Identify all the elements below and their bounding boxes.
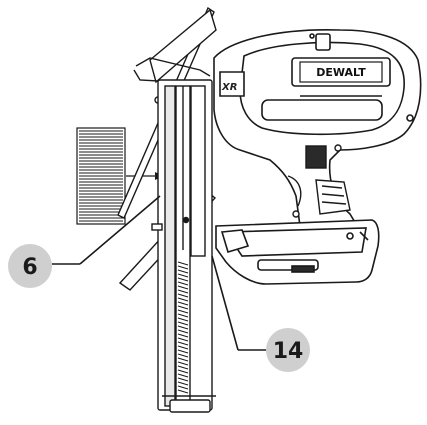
spring-coil <box>177 281 189 286</box>
spring-coil <box>177 301 189 306</box>
spring-coil <box>177 373 189 378</box>
spring-coil <box>177 289 189 294</box>
callout-label-14: 14 <box>273 339 304 364</box>
dewalt-logo: DEWALT <box>299 61 383 83</box>
spring-coil <box>177 365 189 370</box>
spring-coil <box>177 309 189 314</box>
spring-coil <box>177 317 189 322</box>
spring-coil <box>177 389 189 394</box>
spring-coil <box>177 273 189 278</box>
spring-coil <box>177 325 189 330</box>
spring-coil <box>177 349 189 354</box>
spring-coil <box>177 313 189 318</box>
xr-badge: XR <box>221 82 237 93</box>
callout-label-6: 6 <box>22 255 37 280</box>
spring-coil <box>177 345 189 350</box>
spring-coil <box>177 337 189 342</box>
spring-coil <box>177 297 189 302</box>
spring-coil <box>177 285 189 290</box>
spring-coil <box>177 321 189 326</box>
svg-text:XR: XR <box>221 82 237 93</box>
callout-nose: 14 <box>211 255 310 372</box>
spring-coil <box>177 293 189 298</box>
svg-text:DEWALT: DEWALT <box>316 66 366 79</box>
spring-coil <box>177 377 189 382</box>
spring-coil <box>177 341 189 346</box>
spring-coil <box>177 333 189 338</box>
spring-coil <box>177 353 189 358</box>
spring-coil <box>177 385 189 390</box>
spring-coil <box>177 329 189 334</box>
spring-coil <box>177 265 189 270</box>
spring-coil <box>177 269 189 274</box>
spring-coil <box>177 357 189 362</box>
callout-magazine: 6 <box>8 195 161 288</box>
spring-coil <box>177 277 189 282</box>
spring-coil <box>177 261 189 266</box>
magazine <box>151 79 216 413</box>
magazine-spring <box>177 261 189 394</box>
fastener-strip <box>76 127 126 225</box>
spring-coil <box>177 361 189 366</box>
spring-coil <box>177 369 189 374</box>
spring-coil <box>177 381 189 386</box>
battery-pack <box>215 219 380 285</box>
grip-details <box>287 144 351 218</box>
spring-coil <box>177 305 189 310</box>
